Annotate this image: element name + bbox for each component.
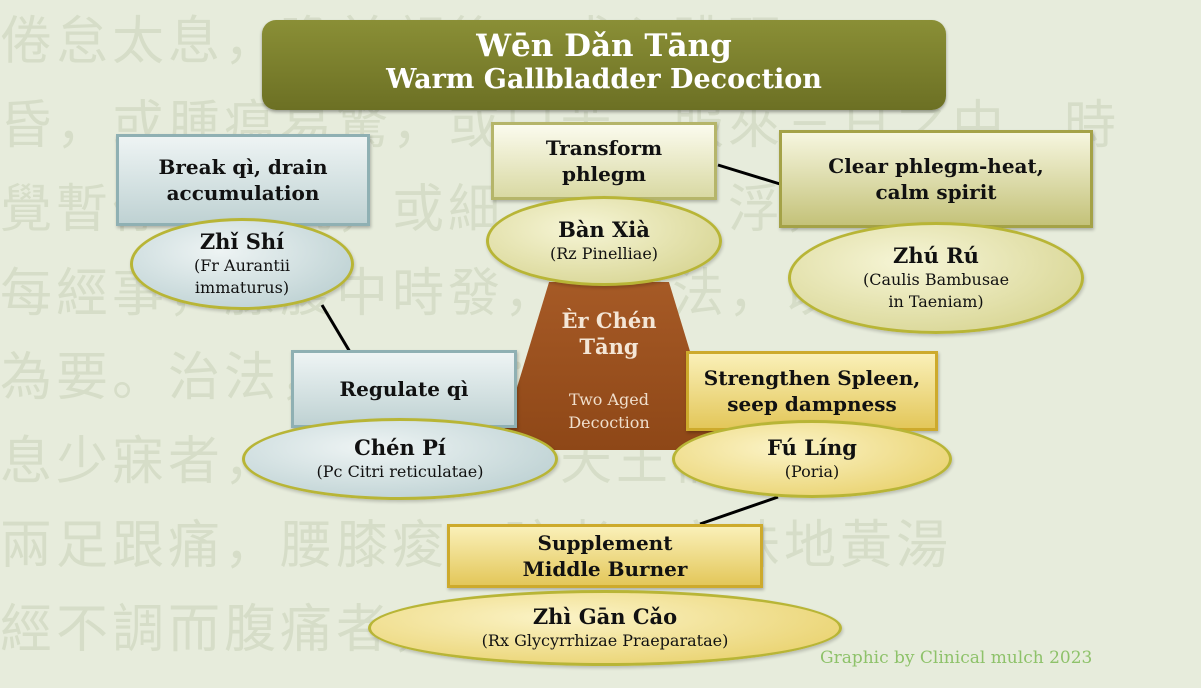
connector-line <box>699 495 779 526</box>
formula-translation: Warm Gallbladder Decoction <box>386 64 822 95</box>
herb-name: Zhǐ Shí <box>199 229 285 254</box>
herb-latin: (Rz Pinelliae) <box>549 244 659 263</box>
herb-ellipse-chen-pi: Chén Pí (Pc Citri reticulatae) <box>242 418 558 500</box>
connector-line <box>320 304 352 353</box>
herb-ellipse-fu-ling: Fú Líng (Poria) <box>672 420 952 498</box>
connector-line <box>717 163 781 186</box>
credit-text: Graphic by Clinical mulch 2023 <box>820 648 1093 668</box>
herb-latin: (Poria) <box>784 462 840 481</box>
herb-name: Fú Líng <box>767 435 857 460</box>
herb-name: Bàn Xià <box>558 217 650 242</box>
title-banner: Wēn Dǎn Tāng Warm Gallbladder Decoction <box>262 20 946 110</box>
formula-name: Wēn Dǎn Tāng <box>476 28 732 64</box>
action-box-regulate-qi: Regulate qì <box>291 350 517 428</box>
action-box-strengthen-spleen: Strengthen Spleen,seep dampness <box>686 351 938 431</box>
herb-ellipse-zhi-gan-cao: Zhì Gān Cǎo (Rx Glycyrrhizae Praeparatae… <box>368 590 842 666</box>
herb-latin: immaturus) <box>194 278 290 297</box>
herb-ellipse-ban-xia: Bàn Xià (Rz Pinelliae) <box>486 196 722 286</box>
herb-latin: (Fr Aurantii <box>193 256 291 275</box>
herb-latin: (Caulis Bambusae <box>862 270 1010 289</box>
herb-name: Chén Pí <box>354 435 446 460</box>
herb-name: Zhú Rú <box>893 243 979 268</box>
herb-latin: (Pc Citri reticulatae) <box>316 462 484 481</box>
herb-ellipse-zhi-shi: Zhǐ Shí (Fr Aurantii immaturus) <box>130 218 354 310</box>
action-box-clear-phlegm-heat: Clear phlegm-heat,calm spirit <box>779 130 1093 228</box>
herb-latin: (Rx Glycyrrhizae Praeparatae) <box>481 631 729 650</box>
herb-ellipse-zhu-ru: Zhú Rú (Caulis Bambusae in Taeniam) <box>788 222 1084 334</box>
herb-latin: in Taeniam) <box>888 292 984 311</box>
herb-name: Zhì Gān Cǎo <box>532 604 678 629</box>
